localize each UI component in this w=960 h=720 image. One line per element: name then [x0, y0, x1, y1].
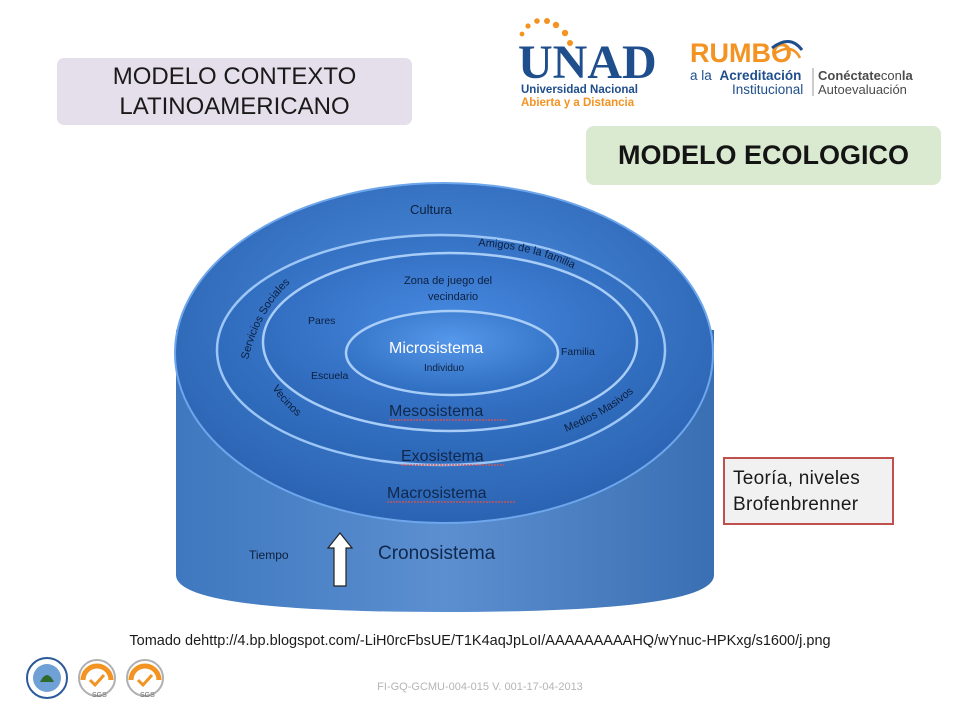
rumbo-logo: RUMBO a la Acreditación Institucional Co… [690, 38, 913, 97]
rumbo-line-1a: a la [690, 68, 712, 83]
label-escuela: Escuela [311, 370, 349, 382]
theory-line-1: Teoría, niveles [733, 468, 861, 489]
microsystem-ring [344, 309, 560, 397]
label-macrosistema: Macrosistema [387, 485, 487, 502]
title-box: MODELO CONTEXTO LATINOAMERICANO [57, 58, 412, 125]
model-title: MODELO ECOLOGICO [617, 140, 909, 170]
sgs-certification-icon-1: SGS [78, 659, 116, 699]
unad-line-2: Abierta y a Distancia [521, 97, 635, 109]
label-familia: Familia [561, 346, 595, 358]
label-exosistema: Exosistema [401, 448, 484, 465]
conectate-a: Conéctate [818, 68, 881, 83]
theory-note-box: Teoría, niveles Brofenbrenner [723, 457, 894, 525]
theory-line-2: Brofenbrenner [733, 494, 859, 515]
label-individuo: Individuo [424, 363, 464, 374]
model-title-box: MODELO ECOLOGICO [586, 126, 941, 185]
rumbo-line-1b: Acreditación [720, 68, 802, 83]
label-zona-juego-2: vecindario [428, 291, 478, 303]
rumbo-line-2: Institucional [732, 82, 803, 97]
seals: SGS SGS [26, 657, 164, 699]
unad-logo: UNAD Universidad Nacional Abierta y a Di… [518, 18, 657, 109]
conectate-b: con [881, 68, 902, 83]
title-line-2: LATINOAMERICANO [119, 92, 350, 120]
unad-dots-icon [519, 18, 573, 46]
footer-code: FI-GQ-GCMU-004-015 V. 001-17-04-2013 [377, 681, 583, 693]
conectate-line-2: Autoevaluación [818, 82, 907, 97]
university-seal-icon [26, 657, 68, 699]
label-microsistema: Microsistema [389, 340, 483, 357]
rumbo-line-1: a la Acreditación [690, 68, 801, 83]
svg-text:SGS: SGS [92, 692, 107, 699]
time-arrow-icon [326, 532, 354, 587]
source-citation: Tomado dehttp://4.bp.blogspot.com/-LiH0r… [129, 633, 831, 649]
svg-text:SGS: SGS [140, 692, 155, 699]
title-line-1: MODELO CONTEXTO [112, 62, 357, 90]
label-cronosistema: Cronosistema [378, 543, 496, 564]
label-pares: Pares [308, 315, 335, 327]
unad-line-1: Universidad Nacional [521, 84, 638, 96]
conectate-c: la [902, 68, 914, 83]
label-tiempo: Tiempo [249, 548, 289, 562]
unad-brand: UNAD [518, 36, 657, 89]
sgs-certification-icon-2: SGS [126, 659, 164, 699]
rumbo-swoosh-icon [771, 40, 804, 59]
label-mesosistema: Mesosistema [389, 403, 483, 420]
label-zona-juego-1: Zona de juego del [404, 275, 492, 287]
label-cultura: Cultura [410, 202, 453, 217]
conectate-line-1: Conéctateconla [818, 68, 913, 83]
